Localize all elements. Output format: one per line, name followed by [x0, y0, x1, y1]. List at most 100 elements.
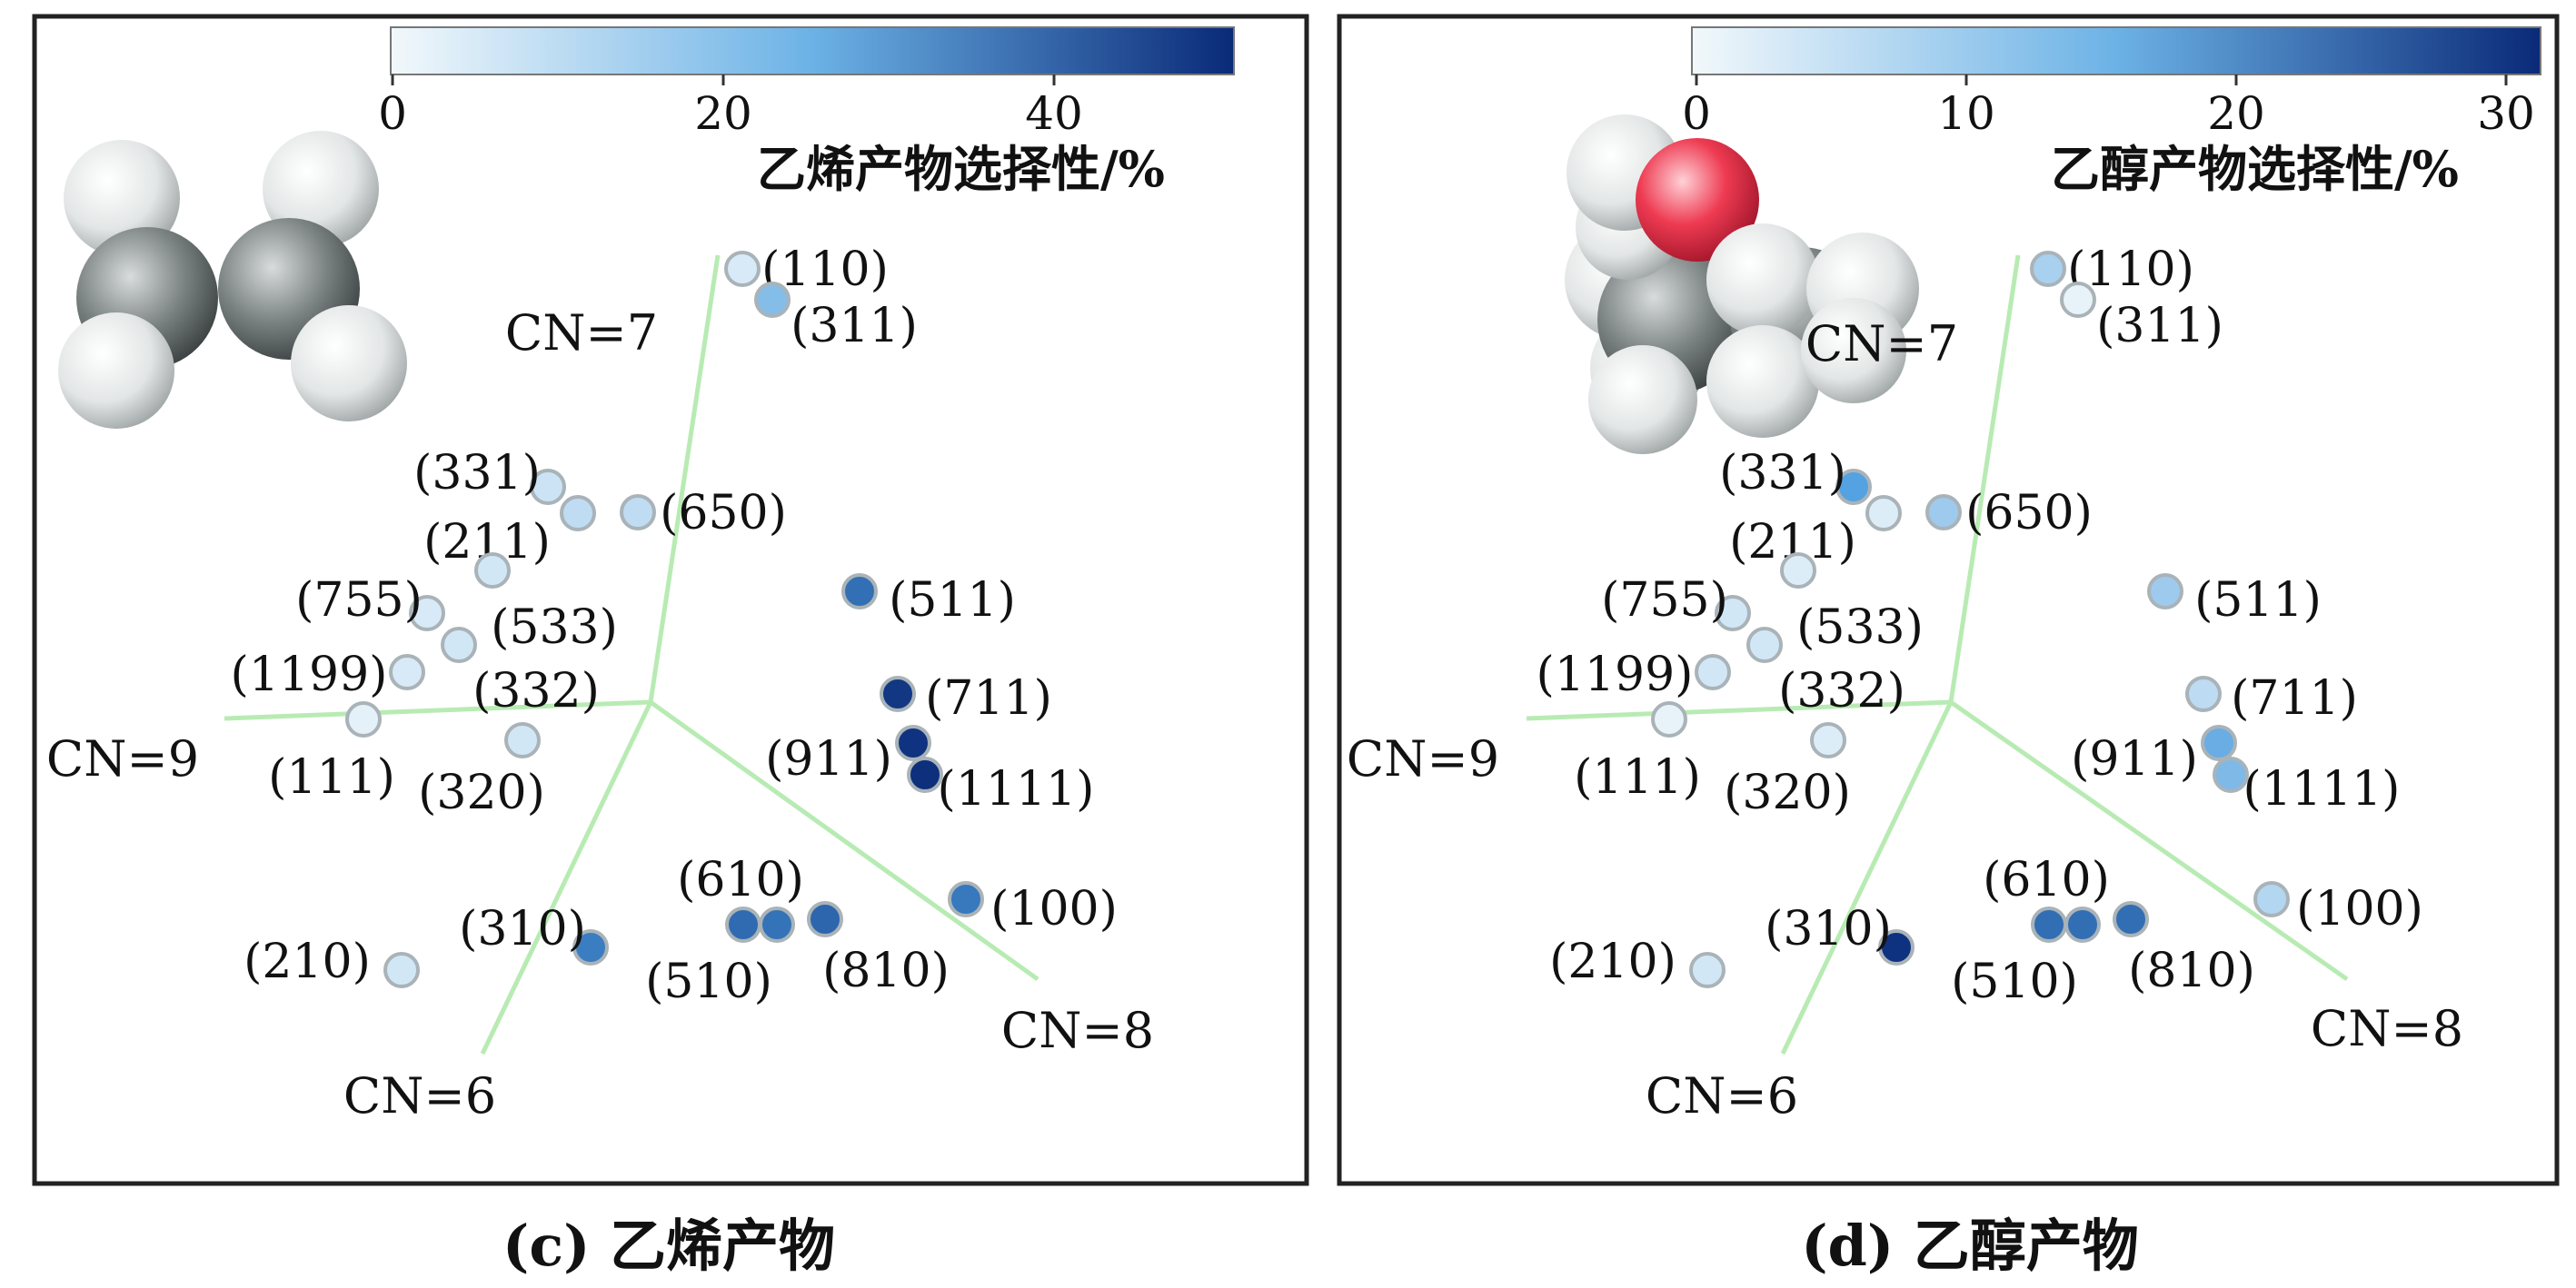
data-point: [895, 725, 931, 761]
axis-label-cn7: CN=7: [1805, 315, 1958, 372]
data-point: [1746, 627, 1783, 663]
point-label: (755): [1601, 573, 1728, 628]
data-point: [725, 907, 761, 943]
point-label: (650): [1965, 486, 2093, 540]
axis-cn9: [224, 699, 651, 721]
point-label: (1111): [938, 762, 1095, 817]
point-label: (533): [491, 600, 618, 655]
point-label: (1199): [231, 648, 388, 702]
colorbar-label: 乙烯产物选择性/%: [757, 140, 1165, 198]
colorbar-label: 乙醇产物选择性/%: [2051, 140, 2459, 198]
colorbar-tick: 10: [1937, 87, 1995, 140]
axis-label-cn9: CN=9: [46, 730, 199, 788]
ethylene-molecule-icon: [58, 131, 407, 429]
data-point: [2253, 881, 2290, 917]
data-point: [1651, 701, 1687, 738]
data-point: [572, 929, 609, 966]
panel-c-frame: [32, 14, 1309, 1186]
point-label: (332): [1778, 664, 1905, 718]
point-label: (711): [925, 671, 1052, 726]
panel-d-colorbar: 0 10 20 30 乙醇产物选择性/%: [1682, 26, 2541, 198]
axis-cn8: [649, 699, 1039, 982]
data-point: [2185, 676, 2222, 712]
panel-d-frame: [1337, 14, 2560, 1186]
point-label: (210): [1549, 935, 1676, 989]
cn-axes: [1526, 254, 2349, 1055]
data-point: [759, 907, 795, 943]
axis-cn7: [648, 254, 721, 703]
axis-cn6: [480, 700, 653, 1055]
data-point: [754, 282, 791, 318]
axis-cn8: [1949, 699, 2349, 982]
data-point: [1695, 654, 1731, 690]
data-point: [2060, 282, 2096, 318]
point-label: (332): [472, 664, 600, 718]
point-label: (1111): [2243, 762, 2401, 817]
point-label: (610): [677, 853, 804, 907]
point-label: (310): [1765, 902, 1892, 956]
point-label: (111): [268, 750, 395, 805]
data-point: [504, 722, 541, 758]
colorbar-gradient: [390, 26, 1235, 75]
data-point: [441, 627, 477, 663]
data-point: [2147, 573, 2183, 609]
data-point: [409, 595, 445, 631]
point-label: (711): [2231, 671, 2358, 726]
axis-label-cn8: CN=8: [2311, 1000, 2463, 1057]
panel-c-caption: (c) 乙烯产物: [502, 1213, 835, 1279]
point-label: (331): [413, 446, 541, 500]
data-point: [880, 676, 916, 712]
point-label: (911): [2071, 732, 2198, 787]
point-label: (533): [1796, 600, 1924, 655]
data-point: [1835, 469, 1872, 505]
data-point: [724, 251, 761, 287]
data-point: [345, 701, 382, 738]
panel-c: 0 20 40 乙烯产物选择性/% CN=7 CN=8 CN=6 CN=9 (1…: [32, 14, 1309, 1186]
data-point: [841, 573, 878, 609]
axis-label-cn9: CN=9: [1347, 730, 1499, 788]
axis-label-cn6: CN=6: [1646, 1067, 1798, 1125]
point-label: (100): [990, 882, 1118, 936]
data-point: [2031, 907, 2067, 943]
data-point: [620, 494, 656, 530]
data-point: [530, 469, 566, 505]
data-point: [948, 881, 984, 917]
colorbar-tick: 40: [1025, 87, 1083, 140]
axis-cn6: [1780, 700, 1954, 1055]
data-point: [1878, 929, 1915, 966]
data-point: [1780, 552, 1816, 589]
point-label: (311): [791, 299, 918, 353]
colorbar-tick: 20: [694, 87, 752, 140]
point-label: (320): [418, 766, 545, 820]
point-label: (511): [889, 573, 1016, 628]
data-point: [2113, 901, 2149, 937]
point-label: (650): [660, 486, 787, 540]
data-point: [907, 757, 943, 793]
axis-cn9: [1526, 699, 1952, 721]
data-point: [1925, 494, 1962, 530]
data-point: [383, 952, 420, 988]
data-point: [389, 654, 425, 690]
point-label: (310): [459, 902, 586, 956]
point-label: (210): [244, 935, 371, 989]
axis-label-cn6: CN=6: [343, 1067, 496, 1125]
axis-label-cn7: CN=7: [505, 304, 658, 362]
data-point: [2201, 725, 2237, 761]
point-label: (810): [822, 944, 950, 998]
point-label: (610): [1983, 853, 2110, 907]
point-label: (911): [765, 732, 892, 787]
point-label: (111): [1574, 750, 1701, 805]
panel-d-caption: (d) 乙醇产物: [1801, 1213, 2139, 1279]
point-label: (100): [2296, 882, 2423, 936]
point-label: (1199): [1537, 648, 1694, 702]
data-point: [2064, 907, 2101, 943]
colorbar-tick: 30: [2477, 87, 2535, 140]
panel-d-points: (110)(311)(331)(211)(650)(755)(533)(1199…: [1537, 243, 2423, 1009]
data-point: [560, 495, 596, 531]
point-label: (755): [295, 573, 423, 628]
point-label: (311): [2096, 299, 2223, 353]
data-point: [807, 901, 843, 937]
panel-d: 0 10 20 30 乙醇产物选择性/%: [1337, 14, 2560, 1186]
colorbar-tick: 0: [1682, 87, 1711, 140]
data-point: [1689, 952, 1726, 988]
